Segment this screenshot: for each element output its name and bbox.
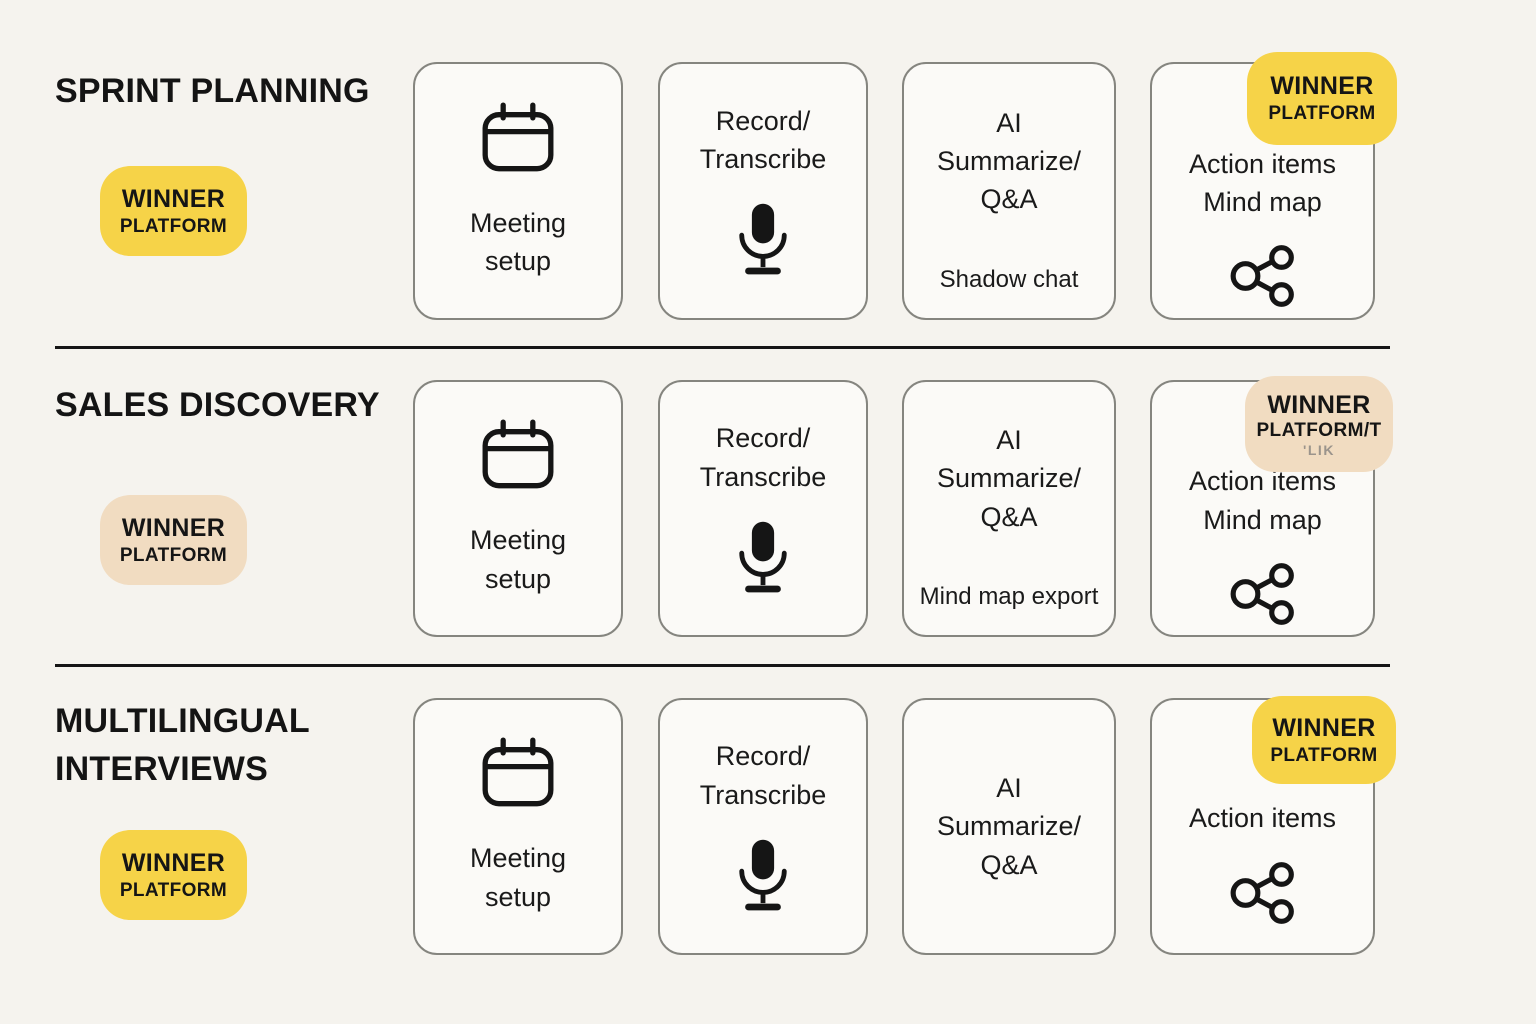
winner-platform-badge: WINNER PLATFORM bbox=[100, 495, 247, 585]
row-title: SALES DISCOVERY bbox=[55, 386, 380, 424]
arrow-right-icon bbox=[620, 178, 658, 204]
step-ai-summarize-qa: AI Summarize/ Q&A Shadow chat bbox=[902, 62, 1116, 320]
row-multilingual-interviews: MULTILINGUAL INTERVIEWS WINNER PLATFORM … bbox=[0, 696, 1536, 955]
microphone-icon bbox=[739, 204, 787, 275]
calendar-icon bbox=[482, 737, 554, 807]
step-label: Record/ Transcribe bbox=[699, 423, 827, 492]
row-title: SPRINT PLANNING bbox=[55, 72, 370, 110]
step-meeting-setup: Meeting setup bbox=[413, 698, 623, 955]
row-sales-discovery: SALES DISCOVERY WINNER PLATFORM Meeting … bbox=[0, 376, 1536, 637]
winner-platform-badge: WINNER PLATFORM bbox=[1252, 696, 1396, 784]
step-label: Record/ Transcribe bbox=[699, 741, 827, 810]
mind-map-icon bbox=[1230, 562, 1294, 625]
step-label: AI Summarize/ Q&A bbox=[936, 773, 1082, 880]
step-ai-summarize-qa: AI Summarize/ Q&A Mind map export bbox=[902, 380, 1116, 637]
badge-line-2: PLATFORM bbox=[1268, 103, 1376, 124]
step-record-transcribe: Record/ Transcribe bbox=[658, 698, 868, 955]
step-record-transcribe: Record/ Transcribe bbox=[658, 62, 868, 320]
step-label: Action items Mind map bbox=[1188, 466, 1337, 535]
badge-line-1: WINNER bbox=[121, 848, 226, 877]
arrow-right-icon bbox=[866, 814, 904, 840]
arrow-right-icon bbox=[620, 496, 658, 522]
step-label: Meeting setup bbox=[469, 207, 567, 276]
badge-line-2: PLATFORM bbox=[119, 544, 228, 566]
step-label: AI Summarize/ Q&A bbox=[936, 107, 1082, 215]
badge-line-1: WINNER bbox=[1267, 390, 1371, 419]
winner-platform-badge: WINNER PLATFORM bbox=[100, 830, 247, 920]
winner-platform-badge: WINNER PLATFORM bbox=[100, 166, 247, 256]
arrow-right-icon bbox=[1114, 814, 1152, 840]
arrow-right-icon bbox=[1114, 178, 1152, 204]
step-record-transcribe: Record/ Transcribe bbox=[658, 380, 868, 637]
badge-line-1: WINNER bbox=[121, 184, 226, 213]
step-label: Meeting setup bbox=[469, 843, 567, 912]
step-meeting-setup: Meeting setup bbox=[413, 380, 623, 637]
mind-map-icon bbox=[1230, 245, 1294, 308]
arrow-right-icon bbox=[620, 814, 658, 840]
badge-line-1: WINNER bbox=[1270, 72, 1374, 100]
calendar-icon bbox=[482, 102, 554, 172]
step-label: Meeting setup bbox=[469, 525, 567, 594]
winner-platform-badge: WINNER PLATFORM bbox=[1247, 52, 1397, 145]
mind-map-icon bbox=[1230, 861, 1294, 924]
step-label: Action items Mind map bbox=[1188, 148, 1337, 217]
step-ai-summarize-qa: AI Summarize/ Q&A bbox=[902, 698, 1116, 955]
row-divider bbox=[55, 664, 1390, 667]
arrow-right-icon bbox=[866, 496, 904, 522]
arrow-right-icon bbox=[866, 178, 904, 204]
step-label: Record/ Transcribe bbox=[699, 105, 827, 174]
badge-line-2: PLATFORM bbox=[119, 879, 228, 901]
badge-line-1: WINNER bbox=[121, 513, 226, 542]
step-meeting-setup: Meeting setup bbox=[413, 62, 623, 320]
badge-line-1: WINNER bbox=[1272, 713, 1376, 742]
arrow-right-icon bbox=[1114, 496, 1152, 522]
winner-platform-badge: WINNER PLATFORM/T 'LIK bbox=[1245, 376, 1393, 472]
step-label: AI Summarize/ Q&A bbox=[936, 425, 1082, 532]
microphone-icon bbox=[739, 521, 787, 593]
step-sublabel: Shadow chat bbox=[939, 266, 1079, 293]
badge-line-3: 'LIK bbox=[1303, 441, 1335, 458]
row-sprint-planning: SPRINT PLANNING WINNER PLATFORM Meeting … bbox=[0, 52, 1536, 320]
row-title: MULTILINGUAL INTERVIEWS bbox=[55, 702, 310, 788]
step-label: Action items bbox=[1188, 803, 1337, 834]
calendar-icon bbox=[482, 419, 554, 489]
step-sublabel: Mind map export bbox=[919, 583, 1099, 610]
badge-line-2: PLATFORM bbox=[1270, 744, 1378, 766]
badge-line-2: PLATFORM/T bbox=[1256, 419, 1382, 441]
row-divider bbox=[55, 346, 1390, 349]
microphone-icon bbox=[739, 839, 787, 911]
badge-line-2: PLATFORM bbox=[119, 215, 228, 237]
